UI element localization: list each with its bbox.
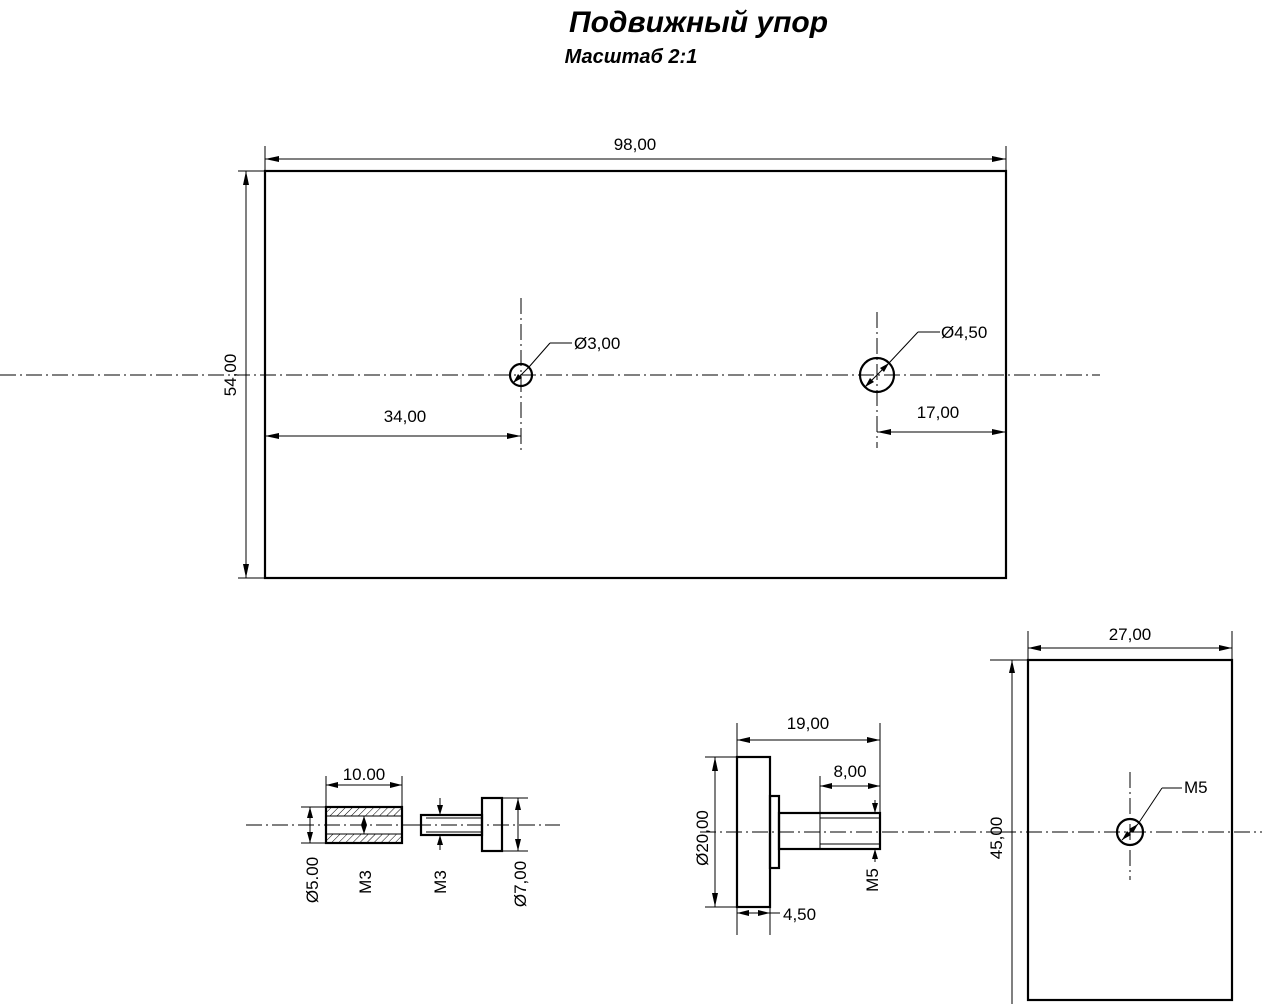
screw-view: M3 Ø7,00	[415, 796, 560, 907]
plate-width-dimension: 98,00	[614, 135, 657, 154]
block-hole-label: M5	[1184, 778, 1208, 797]
screw-thread-label: M3	[431, 870, 450, 894]
drawing-title: Подвижный упор	[569, 6, 829, 39]
plate-height-dimension: 54,00	[221, 354, 240, 397]
knob-view: 19,00 8,00 Ø20,00 M5 4,50	[693, 714, 1000, 935]
knob-length-dimension: 19,00	[787, 714, 830, 733]
sleeve-diameter-dimension: Ø5.00	[303, 857, 322, 903]
block-view: 27,00 45,00 M5	[987, 625, 1262, 1004]
block-hole	[1115, 817, 1145, 847]
knob-thread-length-dimension: 8,00	[833, 762, 866, 781]
block-width-dimension: 27,00	[1109, 625, 1152, 644]
plate-view: 98,00 54,00 34,00 17,00 Ø3,00 Ø4,50	[0, 135, 1100, 580]
hole1-diameter-label: Ø3,00	[574, 334, 620, 353]
knob-head-thickness-dimension: 4,50	[783, 905, 816, 924]
hole1-offset-dimension: 34,00	[384, 407, 427, 426]
plate-hole-large	[858, 356, 896, 394]
hole2-diameter-label: Ø4,50	[941, 323, 987, 342]
screw-head-diameter-dimension: Ø7,00	[511, 861, 530, 907]
knob-diameter-dimension: Ø20,00	[693, 810, 712, 866]
sleeve-length-dimension: 10.00	[343, 765, 386, 784]
sleeve-thread-label: M3	[356, 870, 375, 894]
sleeve-view: 10.00 Ø5.00 M3	[246, 765, 415, 903]
drawing-scale: Масштаб 2:1	[564, 46, 698, 68]
block-height-dimension: 45,00	[987, 817, 1006, 860]
knob-thread-label: M5	[863, 868, 882, 892]
plate-hole-small	[508, 362, 534, 388]
hole2-offset-dimension: 17,00	[917, 403, 960, 422]
